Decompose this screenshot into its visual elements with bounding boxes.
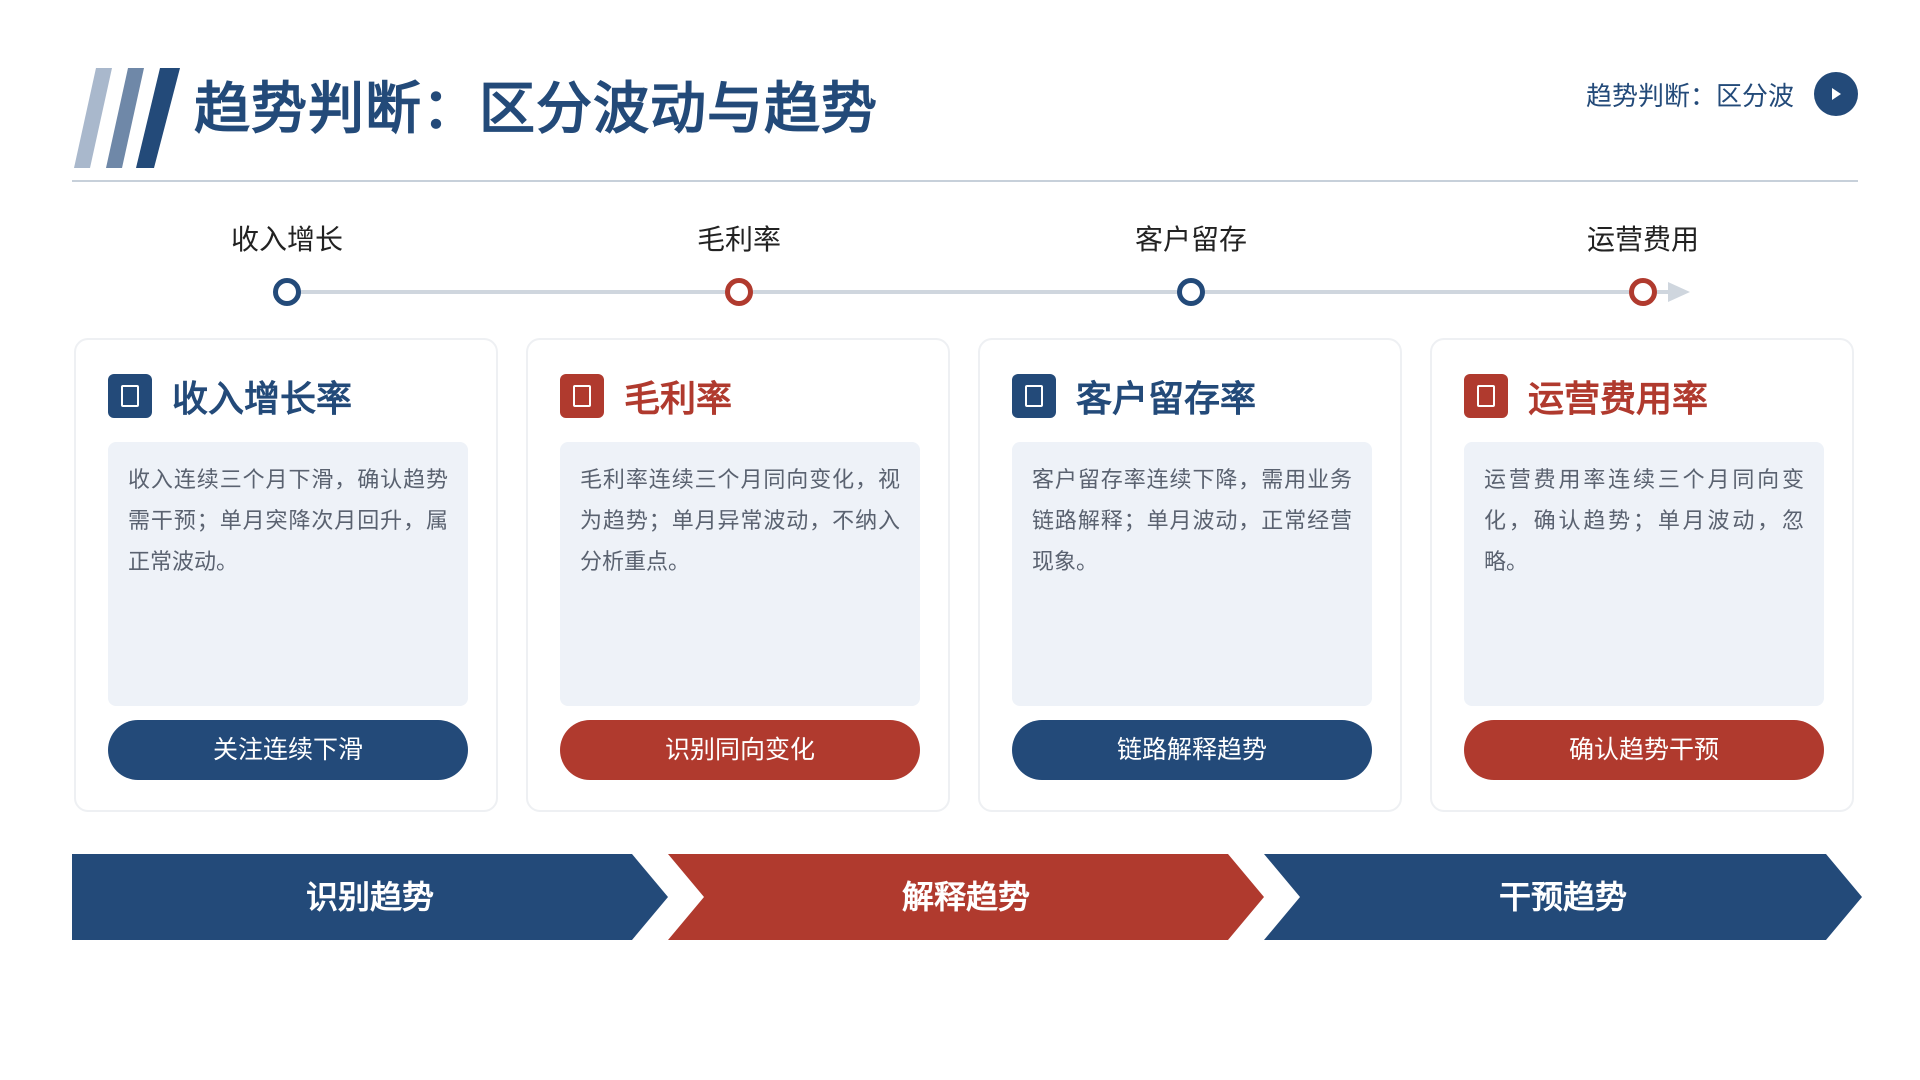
card-action-button[interactable]: 确认趋势干预 [1464,720,1824,780]
timeline-arrow-icon [1668,282,1690,302]
card-title: 客户留存率 [1076,379,1257,420]
process-chevrons [72,854,1862,940]
header-divider [72,180,1858,182]
timeline-dot [725,278,753,306]
timeline-dot [273,278,301,306]
card-title: 毛利率 [624,379,733,420]
process-step-label: 识别趋势 [305,878,434,916]
card-action-button[interactable]: 关注连续下滑 [108,720,468,780]
document-icon [1464,374,1508,418]
card-action-button[interactable]: 链路解释趋势 [1012,720,1372,780]
play-icon [1832,88,1841,100]
card-title: 运营费用率 [1528,379,1709,420]
card-description: 运营费用率连续三个月同向变化，确认趋势；单月波动，忽略。 [1464,442,1824,706]
top-right-nav: 趋势判断：区分波 [1586,72,1858,116]
card-header: 客户留存率 [1012,370,1256,422]
metric-card: 毛利率 毛利率连续三个月同向变化，视为趋势；单月异常波动，不纳入分析重点。 识别… [526,338,950,812]
process-step-label: 干预趋势 [1498,878,1627,916]
timeline-line [287,290,1677,294]
card-description: 收入连续三个月下滑，确认趋势需干预；单月突降次月回升，属正常波动。 [108,442,468,706]
card-description: 毛利率连续三个月同向变化，视为趋势；单月异常波动，不纳入分析重点。 [560,442,920,706]
timeline-node: 运营费用 [1493,220,1793,306]
timeline: 收入增长 毛利率 客户留存 运营费用 [0,220,1920,310]
card-action-button[interactable]: 识别同向变化 [560,720,920,780]
timeline-node-label: 收入增长 [230,223,343,256]
timeline-node: 毛利率 [589,220,889,306]
card-header: 收入增长率 [108,370,352,422]
process-step-shape [668,854,1264,940]
timeline-dot [1177,278,1205,306]
slash-stripes-icon [74,68,180,168]
document-icon [1012,374,1056,418]
play-button[interactable] [1814,72,1858,116]
timeline-node: 收入增长 [137,220,437,306]
metric-card: 运营费用率 运营费用率连续三个月同向变化，确认趋势；单月波动，忽略。 确认趋势干… [1430,338,1854,812]
timeline-node-label: 毛利率 [696,223,781,256]
card-header: 毛利率 [560,370,732,422]
card-title: 收入增长率 [172,379,353,420]
process-flow: 识别趋势 解释趋势 干预趋势 [72,854,1862,940]
process-step-shape [1264,854,1862,940]
top-right-label: 趋势判断：区分波 [1585,81,1794,112]
timeline-node-label: 客户留存 [1134,223,1247,256]
timeline-node: 客户留存 [1041,220,1341,306]
timeline-node-label: 运营费用 [1586,223,1699,256]
process-step-shape [72,854,668,940]
timeline-dot [1629,278,1657,306]
metric-card: 收入增长率 收入连续三个月下滑，确认趋势需干预；单月突降次月回升，属正常波动。 … [74,338,498,812]
card-header: 运营费用率 [1464,370,1708,422]
page-title: 趋势判断：区分波动与趋势 [194,77,878,142]
document-icon [560,374,604,418]
document-icon [108,374,152,418]
metric-card: 客户留存率 客户留存率连续下降，需用业务链路解释；单月波动，正常经营现象。 链路… [978,338,1402,812]
card-description: 客户留存率连续下降，需用业务链路解释；单月波动，正常经营现象。 [1012,442,1372,706]
process-step-label: 解释趋势 [901,878,1030,916]
